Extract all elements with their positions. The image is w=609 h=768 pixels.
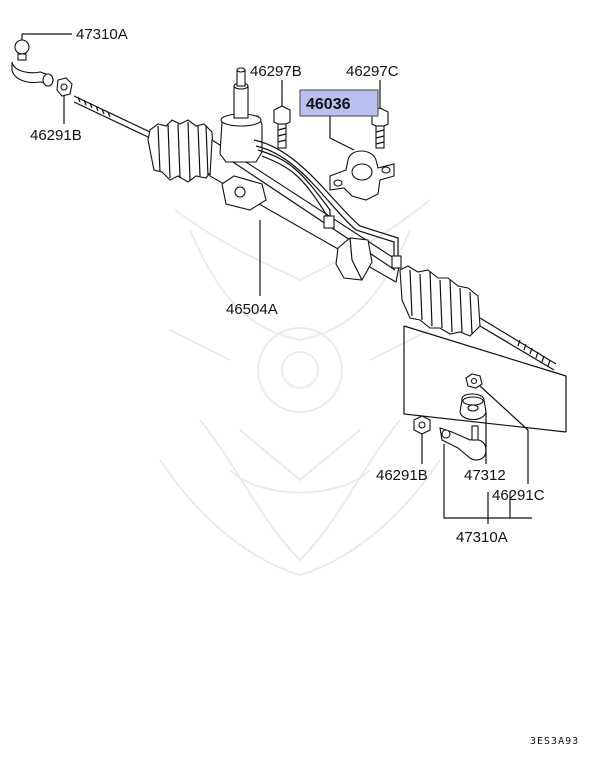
label-46297c: 46297C	[346, 63, 399, 80]
nut-46291c[interactable]	[465, 373, 483, 389]
label-46291c: 46291C	[492, 487, 545, 504]
label-46297b: 46297B	[250, 63, 302, 80]
lock-nut-lower[interactable]	[413, 415, 431, 435]
clamp-46036[interactable]	[329, 150, 395, 201]
label-46504a: 46504A	[226, 301, 278, 318]
label-46291b-left: 46291B	[30, 127, 82, 144]
leader-lines	[22, 33, 532, 524]
tie-rod-end-left[interactable]	[11, 34, 54, 87]
label-47310a-top: 47310A	[76, 26, 128, 43]
label-47310a-bottom: 47310A	[456, 529, 508, 546]
tie-rod-right[interactable]	[479, 317, 557, 371]
bolt-46297b[interactable]	[273, 105, 291, 149]
label-47312: 47312	[464, 467, 506, 484]
clamp-label-highlight	[299, 89, 379, 117]
tie-rod-end-right[interactable]	[439, 425, 487, 461]
rack-boot-right[interactable]	[399, 265, 481, 337]
lock-nut-left[interactable]	[56, 77, 73, 97]
exploded-box-right	[403, 325, 567, 433]
boot-kit-47312[interactable]	[459, 393, 487, 421]
steering-gear-housing[interactable]	[147, 67, 402, 283]
watermark-emblem	[159, 199, 441, 577]
label-46036: 46036	[306, 96, 351, 113]
diagram-code: 3ES3A93	[530, 736, 579, 747]
label-46291b-lower: 46291B	[376, 467, 428, 484]
tie-rod-left[interactable]	[73, 95, 151, 138]
